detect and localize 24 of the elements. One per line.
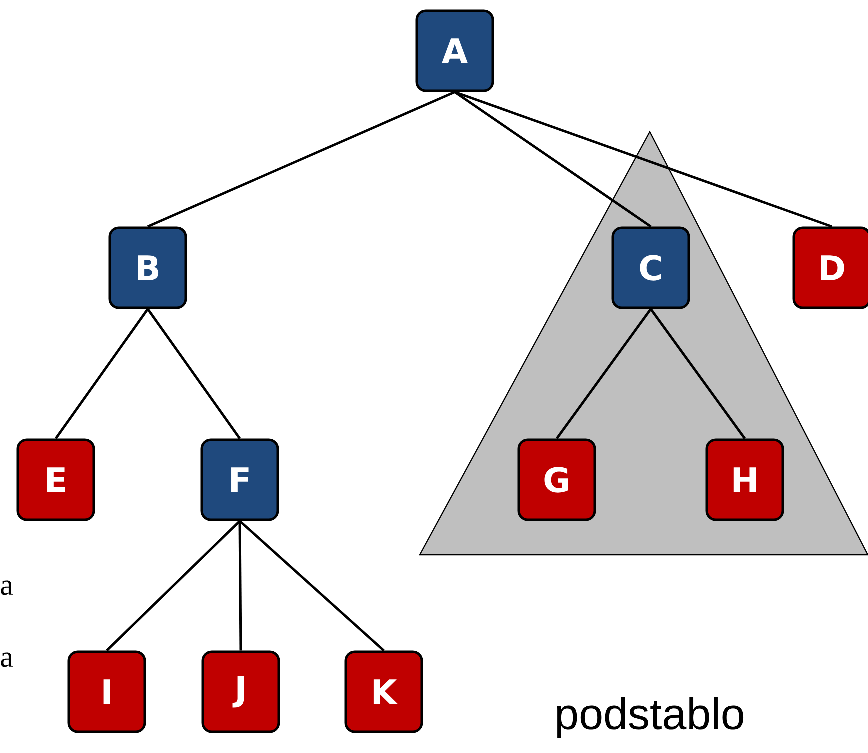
- tree-node: G: [518, 438, 596, 522]
- tree-node: B: [108, 226, 188, 310]
- tree-edge: [650, 308, 746, 440]
- tree-edge: [238, 521, 242, 651]
- tree-node: A: [416, 10, 494, 92]
- tree-node: J: [202, 650, 280, 734]
- tree-edge: [148, 91, 456, 228]
- text-label: a: [1, 652, 14, 668]
- text-label: a: [1, 580, 14, 596]
- tree-edge: [239, 520, 385, 652]
- tree-node: I: [68, 650, 146, 734]
- tree-edge: [106, 520, 241, 652]
- tree-node: H: [706, 438, 784, 522]
- tree-node: D: [792, 226, 868, 310]
- tree-edge: [54, 308, 150, 440]
- text-label: podstablo: [557, 698, 744, 738]
- tree-node: C: [612, 226, 690, 310]
- tree-edge: [146, 308, 242, 440]
- tree-node: E: [16, 438, 96, 522]
- tree-edge: [454, 91, 652, 228]
- tree-edge: [454, 91, 832, 228]
- tree-node: F: [200, 438, 280, 522]
- tree-edge: [556, 308, 652, 440]
- tree-node: K: [344, 650, 424, 734]
